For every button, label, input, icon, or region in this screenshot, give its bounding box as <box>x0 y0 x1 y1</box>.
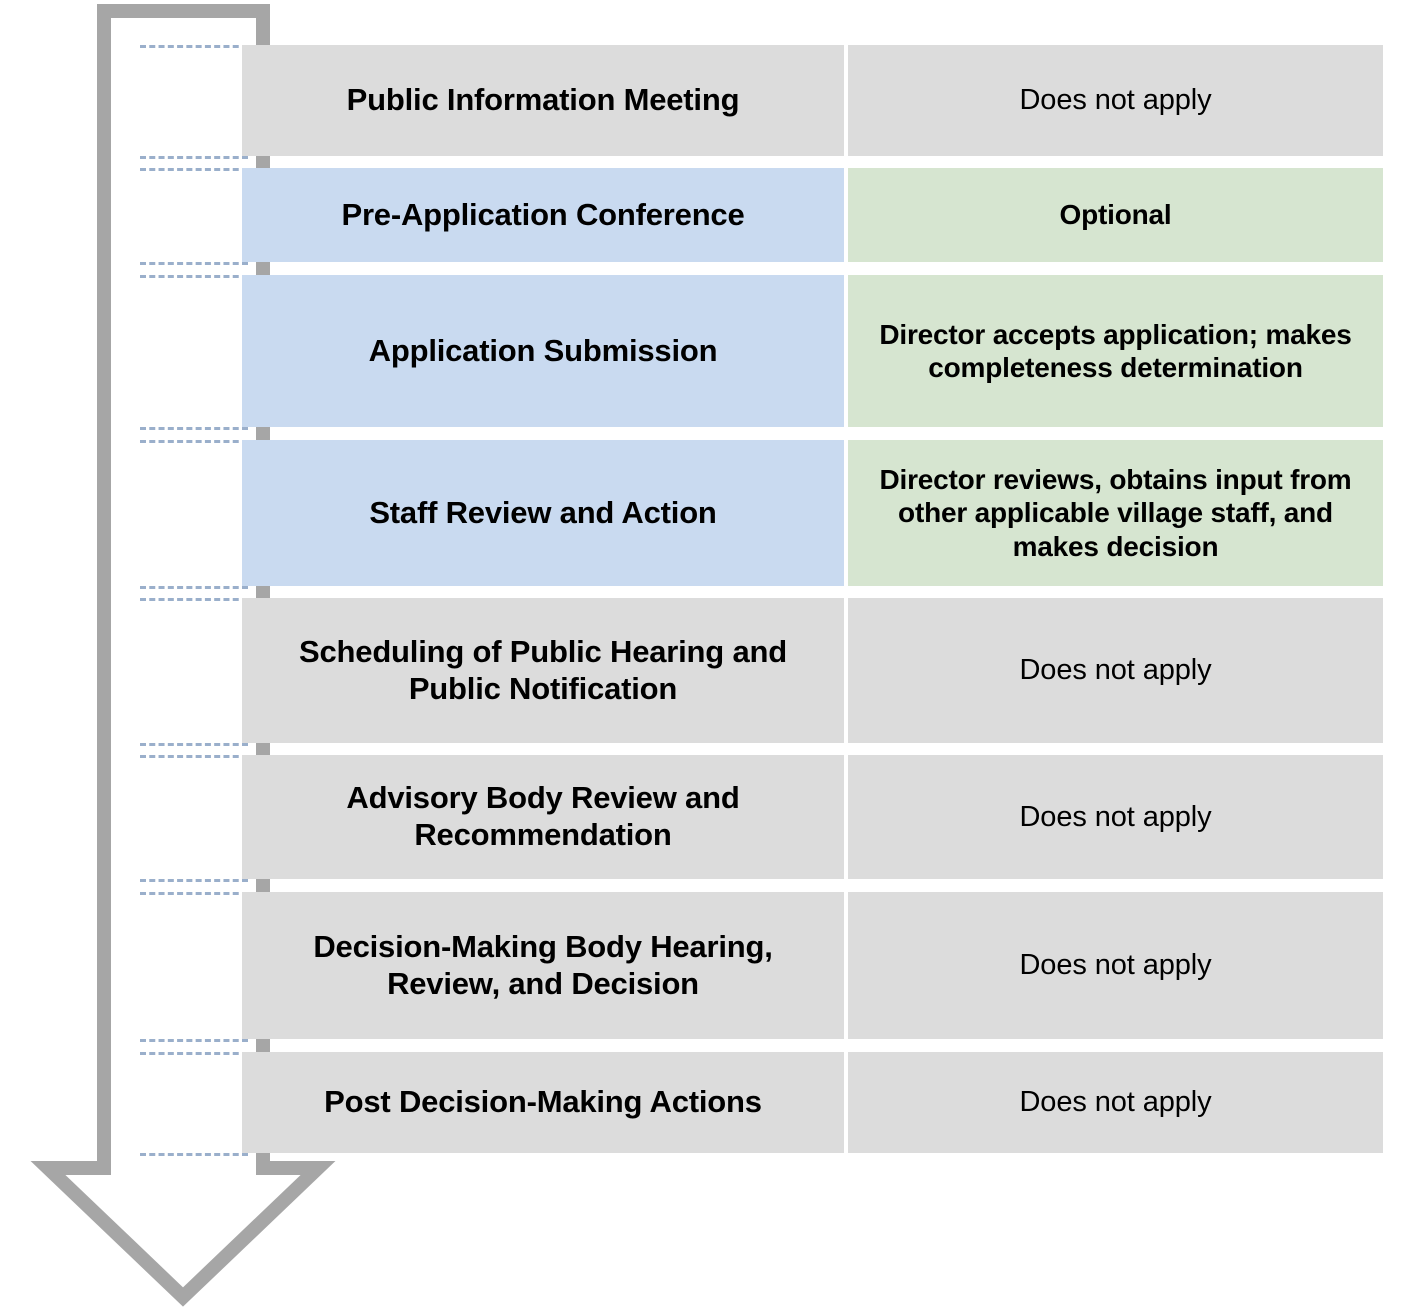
process-description-label: Does not apply <box>1019 800 1212 833</box>
process-step-cell[interactable]: Application Submission <box>242 275 844 427</box>
guide-dash-8 <box>140 586 248 589</box>
process-step-label: Application Submission <box>368 332 718 368</box>
process-row: Public Information Meeting Does not appl… <box>0 45 1414 156</box>
guide-dash-6 <box>140 427 248 430</box>
process-step-cell[interactable]: Post Decision-Making Actions <box>242 1052 844 1153</box>
guide-dash-16 <box>140 1153 248 1156</box>
guide-dash-9 <box>140 598 248 601</box>
process-step-label: Public Information Meeting <box>346 82 740 118</box>
row-connector-stub-7 <box>257 1039 270 1052</box>
process-description-cell[interactable]: Does not apply <box>848 755 1383 879</box>
process-step-label: Scheduling of Public Hearing and Public … <box>299 633 787 706</box>
process-description-label: Director accepts application; makes comp… <box>879 318 1352 383</box>
row-connector-stub-1 <box>257 156 270 168</box>
process-description-label: Optional <box>1059 199 1172 231</box>
process-step-label: Post Decision-Making Actions <box>324 1084 762 1120</box>
process-row: Scheduling of Public Hearing and Public … <box>0 598 1414 743</box>
process-description-label: Director reviews, obtains input from oth… <box>879 464 1352 562</box>
guide-dash-10 <box>140 743 248 746</box>
process-step-cell[interactable]: Public Information Meeting <box>242 45 844 156</box>
guide-dash-11 <box>140 755 248 758</box>
row-connector-stub-6 <box>257 879 270 892</box>
process-step-cell[interactable]: Decision-Making Body Hearing, Review, an… <box>242 892 844 1039</box>
process-step-label: Pre-Application Conference <box>341 196 745 232</box>
process-description-label: Does not apply <box>1019 654 1212 687</box>
process-row: Staff Review and Action Director reviews… <box>0 440 1414 586</box>
guide-dash-4 <box>140 262 248 265</box>
guide-dash-14 <box>140 1039 248 1042</box>
process-description-cell[interactable]: Director reviews, obtains input from oth… <box>848 440 1383 586</box>
row-connector-stub-4 <box>257 586 270 598</box>
process-description-label: Does not apply <box>1019 949 1212 982</box>
row-connector-stub-3 <box>257 427 270 440</box>
guide-dash-2 <box>140 156 248 159</box>
process-description-cell[interactable]: Director accepts application; makes comp… <box>848 275 1383 427</box>
guide-dash-7 <box>140 440 248 443</box>
process-description-cell[interactable]: Does not apply <box>848 45 1383 156</box>
guide-dash-3 <box>140 168 248 171</box>
process-row: Post Decision-Making Actions Does not ap… <box>0 1052 1414 1153</box>
process-description-label: Does not apply <box>1019 1086 1212 1119</box>
process-step-cell[interactable]: Scheduling of Public Hearing and Public … <box>242 598 844 743</box>
row-connector-stub-2 <box>257 262 270 275</box>
process-step-cell[interactable]: Pre-Application Conference <box>242 168 844 262</box>
process-step-label: Advisory Body Review and Recommendation <box>346 780 740 852</box>
guide-dash-5 <box>140 275 248 278</box>
guide-dash-1 <box>140 45 248 48</box>
process-row: Decision-Making Body Hearing, Review, an… <box>0 892 1414 1039</box>
process-row: Advisory Body Review and Recommendation … <box>0 755 1414 879</box>
process-step-cell[interactable]: Staff Review and Action <box>242 440 844 586</box>
process-description-cell[interactable]: Does not apply <box>848 892 1383 1039</box>
process-row: Pre-Application Conference Optional <box>0 168 1414 262</box>
process-row: Application Submission Director accepts … <box>0 275 1414 427</box>
process-step-cell[interactable]: Advisory Body Review and Recommendation <box>242 755 844 879</box>
guide-dash-12 <box>140 879 248 882</box>
process-description-cell[interactable]: Optional <box>848 168 1383 262</box>
process-description-cell[interactable]: Does not apply <box>848 598 1383 743</box>
guide-dash-15 <box>140 1052 248 1055</box>
guide-dash-13 <box>140 892 248 895</box>
process-description-label: Does not apply <box>1019 84 1212 117</box>
row-connector-stub-5 <box>257 743 270 755</box>
process-description-cell[interactable]: Does not apply <box>848 1052 1383 1153</box>
process-step-label: Decision-Making Body Hearing, Review, an… <box>313 928 773 1001</box>
process-step-label: Staff Review and Action <box>369 494 717 530</box>
